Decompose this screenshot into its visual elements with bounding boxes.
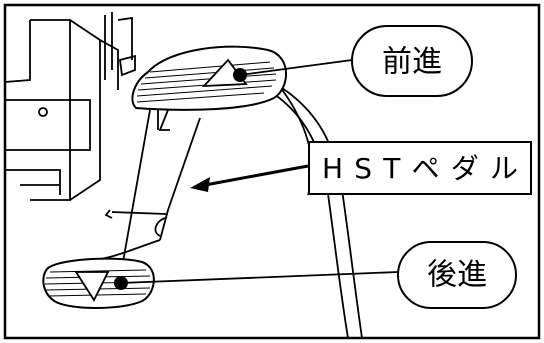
reverse-label: 後進 <box>427 258 487 293</box>
machine-body <box>4 12 136 201</box>
pedal-leader-line <box>204 164 309 187</box>
forward-leader-line <box>239 59 353 76</box>
forward-pedal <box>131 45 287 111</box>
reverse-leader-line <box>120 271 399 284</box>
bolt-hole <box>38 107 48 117</box>
pedal-arrowhead-icon <box>190 177 210 192</box>
forward-callout-bubble <box>351 25 473 97</box>
reverse-callout-bubble <box>397 241 517 309</box>
frame-border <box>3 3 541 340</box>
reverse-pedal <box>42 257 155 309</box>
forward-label: 前進 <box>382 45 442 80</box>
rear-linkage <box>264 69 363 339</box>
reverse-arrow-icon <box>74 271 110 302</box>
pedal-label-box <box>308 141 532 195</box>
